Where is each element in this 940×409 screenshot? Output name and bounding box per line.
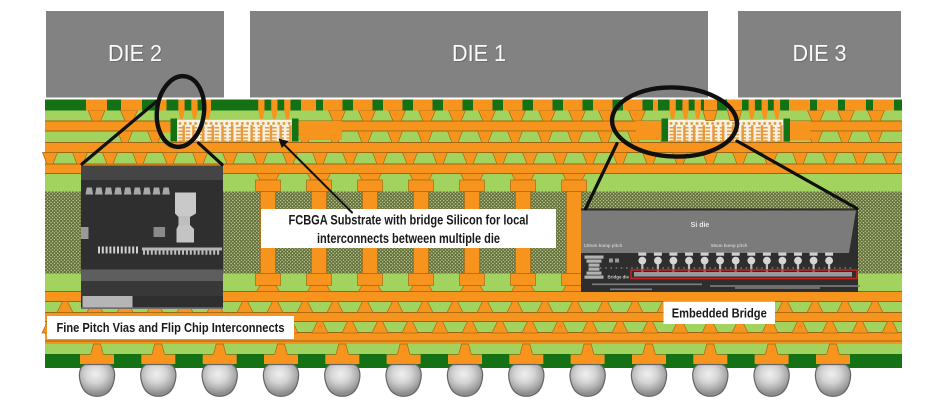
svg-text:DIE 3: DIE 3 bbox=[793, 40, 847, 66]
svg-text:55um bump pitch: 55um bump pitch bbox=[711, 243, 748, 248]
svg-text:DIE 2: DIE 2 bbox=[109, 41, 163, 67]
svg-text:DIE 3: DIE 3 bbox=[794, 41, 848, 67]
svg-text:interconnects between multiple: interconnects between multiple die bbox=[317, 230, 500, 246]
svg-text:DIE 2: DIE 2 bbox=[108, 40, 162, 66]
svg-text:Fine Pitch Vias and Flip Chip: Fine Pitch Vias and Flip Chip Interconne… bbox=[57, 320, 285, 335]
svg-text:Bridge die: Bridge die bbox=[608, 275, 630, 280]
svg-text:FCBGA Substrate with bridge Si: FCBGA Substrate with bridge Silicon for … bbox=[289, 211, 529, 227]
svg-text:130um bump pitch: 130um bump pitch bbox=[584, 243, 623, 248]
svg-text:Embedded Bridge: Embedded Bridge bbox=[672, 305, 767, 320]
svg-text:DIE 1: DIE 1 bbox=[452, 40, 506, 66]
svg-text:Si die: Si die bbox=[691, 222, 710, 229]
svg-text:DIE 1: DIE 1 bbox=[453, 41, 507, 67]
